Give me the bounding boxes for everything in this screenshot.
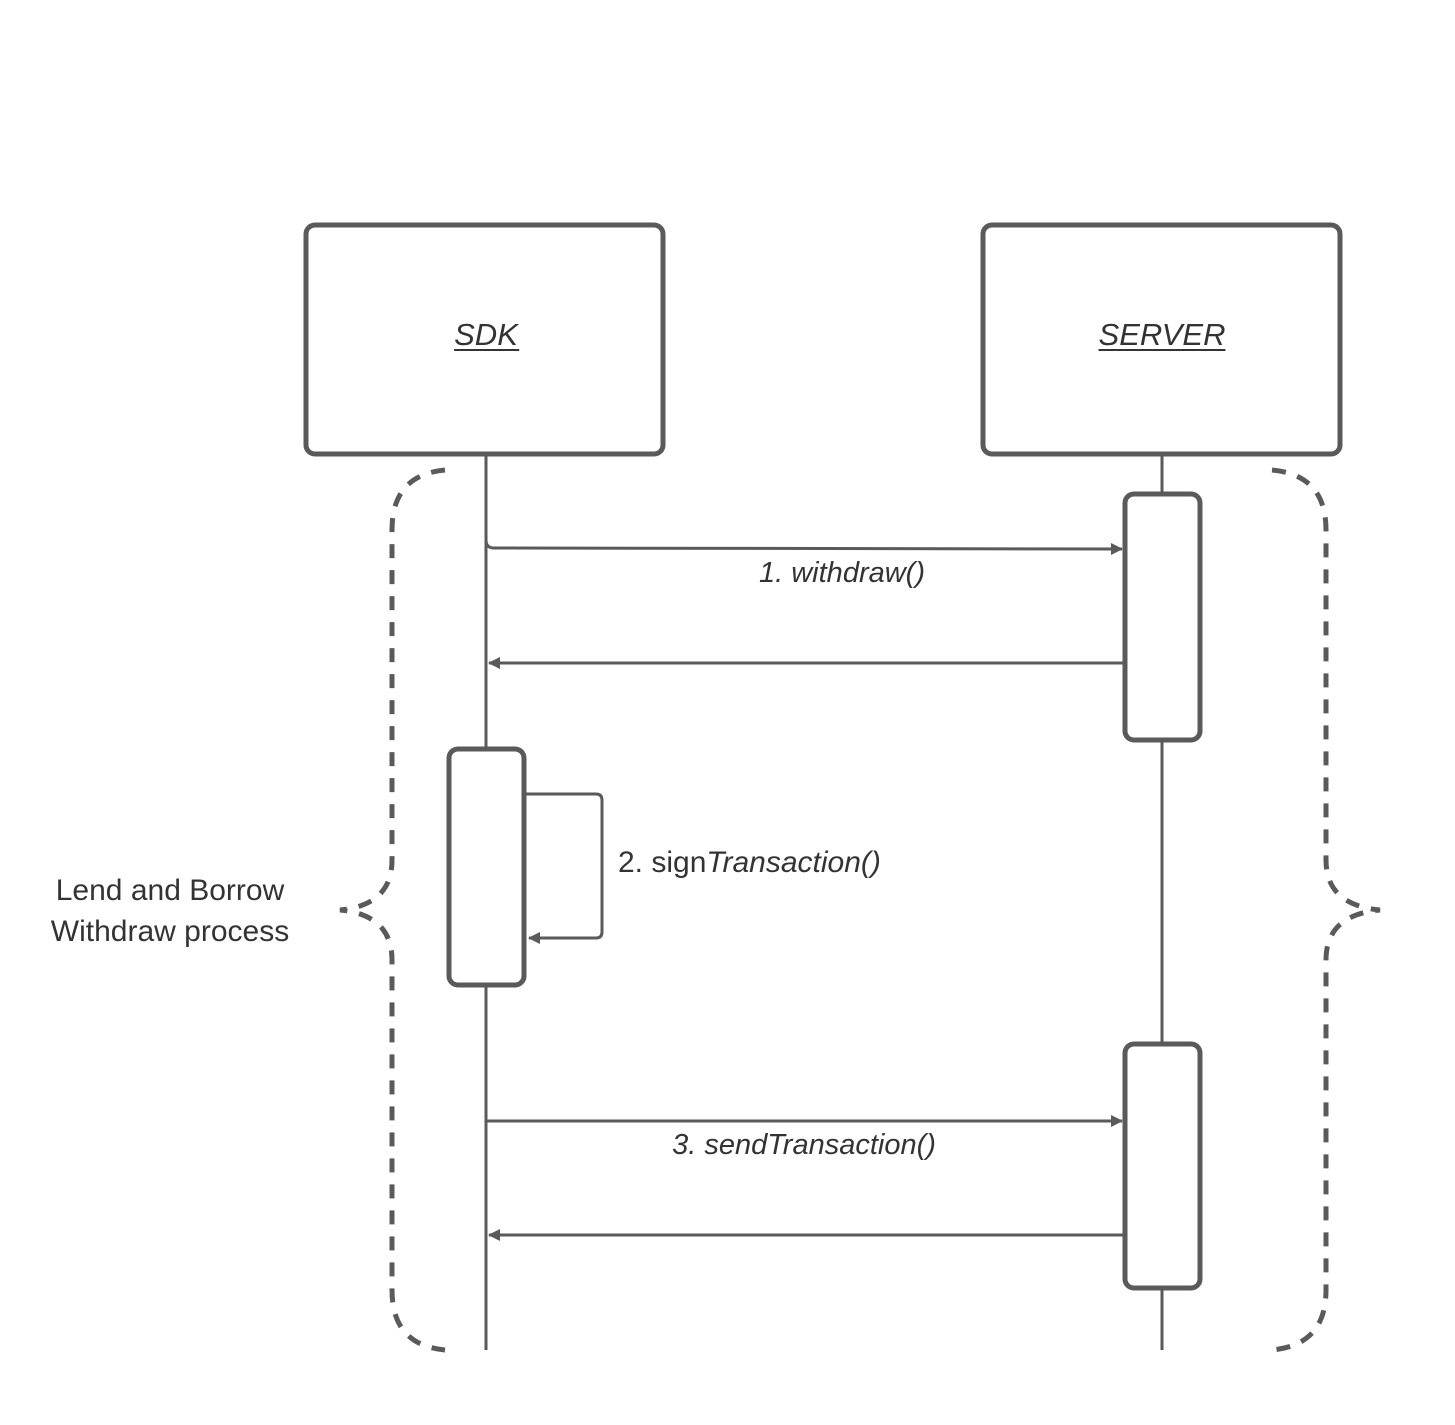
message-sign-transaction-label: 2. signTransaction() bbox=[618, 846, 881, 879]
activation-server-1 bbox=[1122, 491, 1203, 743]
message-send-transaction[interactable]: 3. sendTransaction() bbox=[486, 1115, 1123, 1161]
participant-sdk-label: SDK bbox=[454, 317, 519, 352]
message-withdraw[interactable]: 1. withdraw() bbox=[484, 539, 1123, 589]
participant-sdk[interactable]: SDK bbox=[303, 222, 666, 457]
message-withdraw-label: 1. withdraw() bbox=[759, 557, 925, 589]
group-brace-right bbox=[1271, 467, 1381, 1353]
message-sign-transaction[interactable]: 2. signTransaction() bbox=[526, 792, 881, 944]
group-label-line1: Lend and Borrow bbox=[56, 874, 285, 907]
group-label: Lend and Borrow Withdraw process bbox=[51, 874, 289, 948]
activation-sdk bbox=[446, 746, 527, 988]
participant-server-box bbox=[980, 222, 1343, 457]
group-label-line2: Withdraw process bbox=[51, 915, 289, 948]
message-sign-transaction-arrow bbox=[526, 792, 604, 944]
participant-server-label: SERVER bbox=[1099, 317, 1226, 352]
participant-server[interactable]: SERVER bbox=[980, 222, 1343, 457]
message-send-transaction-label: 3. sendTransaction() bbox=[672, 1129, 936, 1161]
participant-sdk-box bbox=[303, 222, 666, 457]
activation-server-2 bbox=[1122, 1041, 1203, 1291]
message-withdraw-arrow bbox=[484, 539, 1123, 555]
message-sign-transaction-label-prefix: 2. sign bbox=[618, 846, 706, 879]
message-sign-transaction-label-italic: Transaction() bbox=[706, 846, 881, 879]
group-brace-left bbox=[339, 467, 446, 1353]
